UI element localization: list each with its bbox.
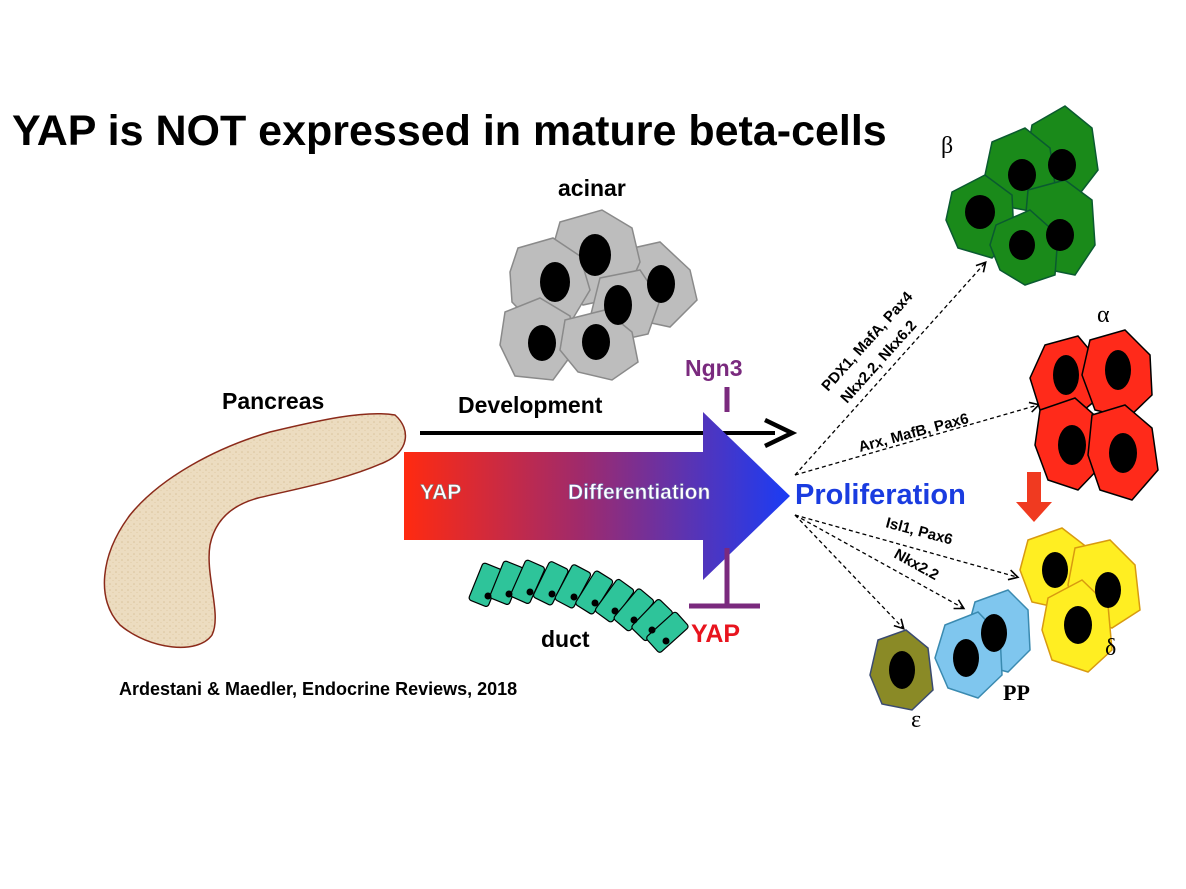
citation: Ardestani & Maedler, Endocrine Reviews, … bbox=[119, 679, 517, 699]
alpha-to-delta-arrow bbox=[1016, 472, 1052, 522]
epsilon-label: ε bbox=[911, 707, 921, 733]
pp-nuclei bbox=[953, 614, 1007, 677]
arrow-to-delta bbox=[794, 514, 1020, 581]
pancreas-organ bbox=[103, 412, 407, 648]
epsilon-nucleus bbox=[889, 651, 915, 689]
yap-inhibitor-label: YAP bbox=[691, 620, 740, 648]
arrow-to-beta bbox=[794, 261, 987, 476]
lineage-arrows bbox=[794, 261, 1041, 630]
differentiation-label: Differentiation bbox=[568, 481, 710, 504]
pp-factors: Nkx2.2 bbox=[891, 546, 942, 584]
pancreas-label: Pancreas bbox=[222, 388, 324, 414]
arrow-to-alpha bbox=[794, 401, 1041, 476]
delta-factors: Isl1, Pax6 bbox=[884, 514, 954, 548]
alpha-factors: Arx, MafB, Pax6 bbox=[857, 410, 971, 456]
beta-label: β bbox=[941, 133, 953, 159]
yap-arrow-label: YAP bbox=[420, 481, 461, 504]
delta-nuclei bbox=[1042, 552, 1121, 644]
page-title: YAP is NOT expressed in mature beta-cell… bbox=[12, 107, 887, 155]
differentiation-arrow bbox=[404, 412, 790, 580]
development-label: Development bbox=[458, 392, 603, 418]
duct-nuclei bbox=[484, 588, 670, 645]
development-arrow-head bbox=[764, 417, 798, 449]
arrow-to-epsilon bbox=[794, 514, 905, 630]
beta-nuclei bbox=[965, 149, 1076, 260]
proliferation-label: Proliferation bbox=[795, 479, 966, 511]
delta-label: δ bbox=[1105, 635, 1116, 661]
delta-cell-cluster bbox=[1019, 527, 1141, 673]
acinar-nuclei bbox=[528, 234, 675, 361]
duct-cells bbox=[468, 559, 689, 653]
alpha-cell-cluster bbox=[1029, 329, 1159, 501]
alpha-label: α bbox=[1097, 302, 1110, 328]
pp-label: PP bbox=[1003, 680, 1030, 705]
acinar-label: acinar bbox=[558, 175, 626, 201]
duct-label: duct bbox=[541, 626, 590, 652]
alpha-nuclei bbox=[1053, 350, 1137, 473]
ngn3-label: Ngn3 bbox=[685, 355, 743, 381]
